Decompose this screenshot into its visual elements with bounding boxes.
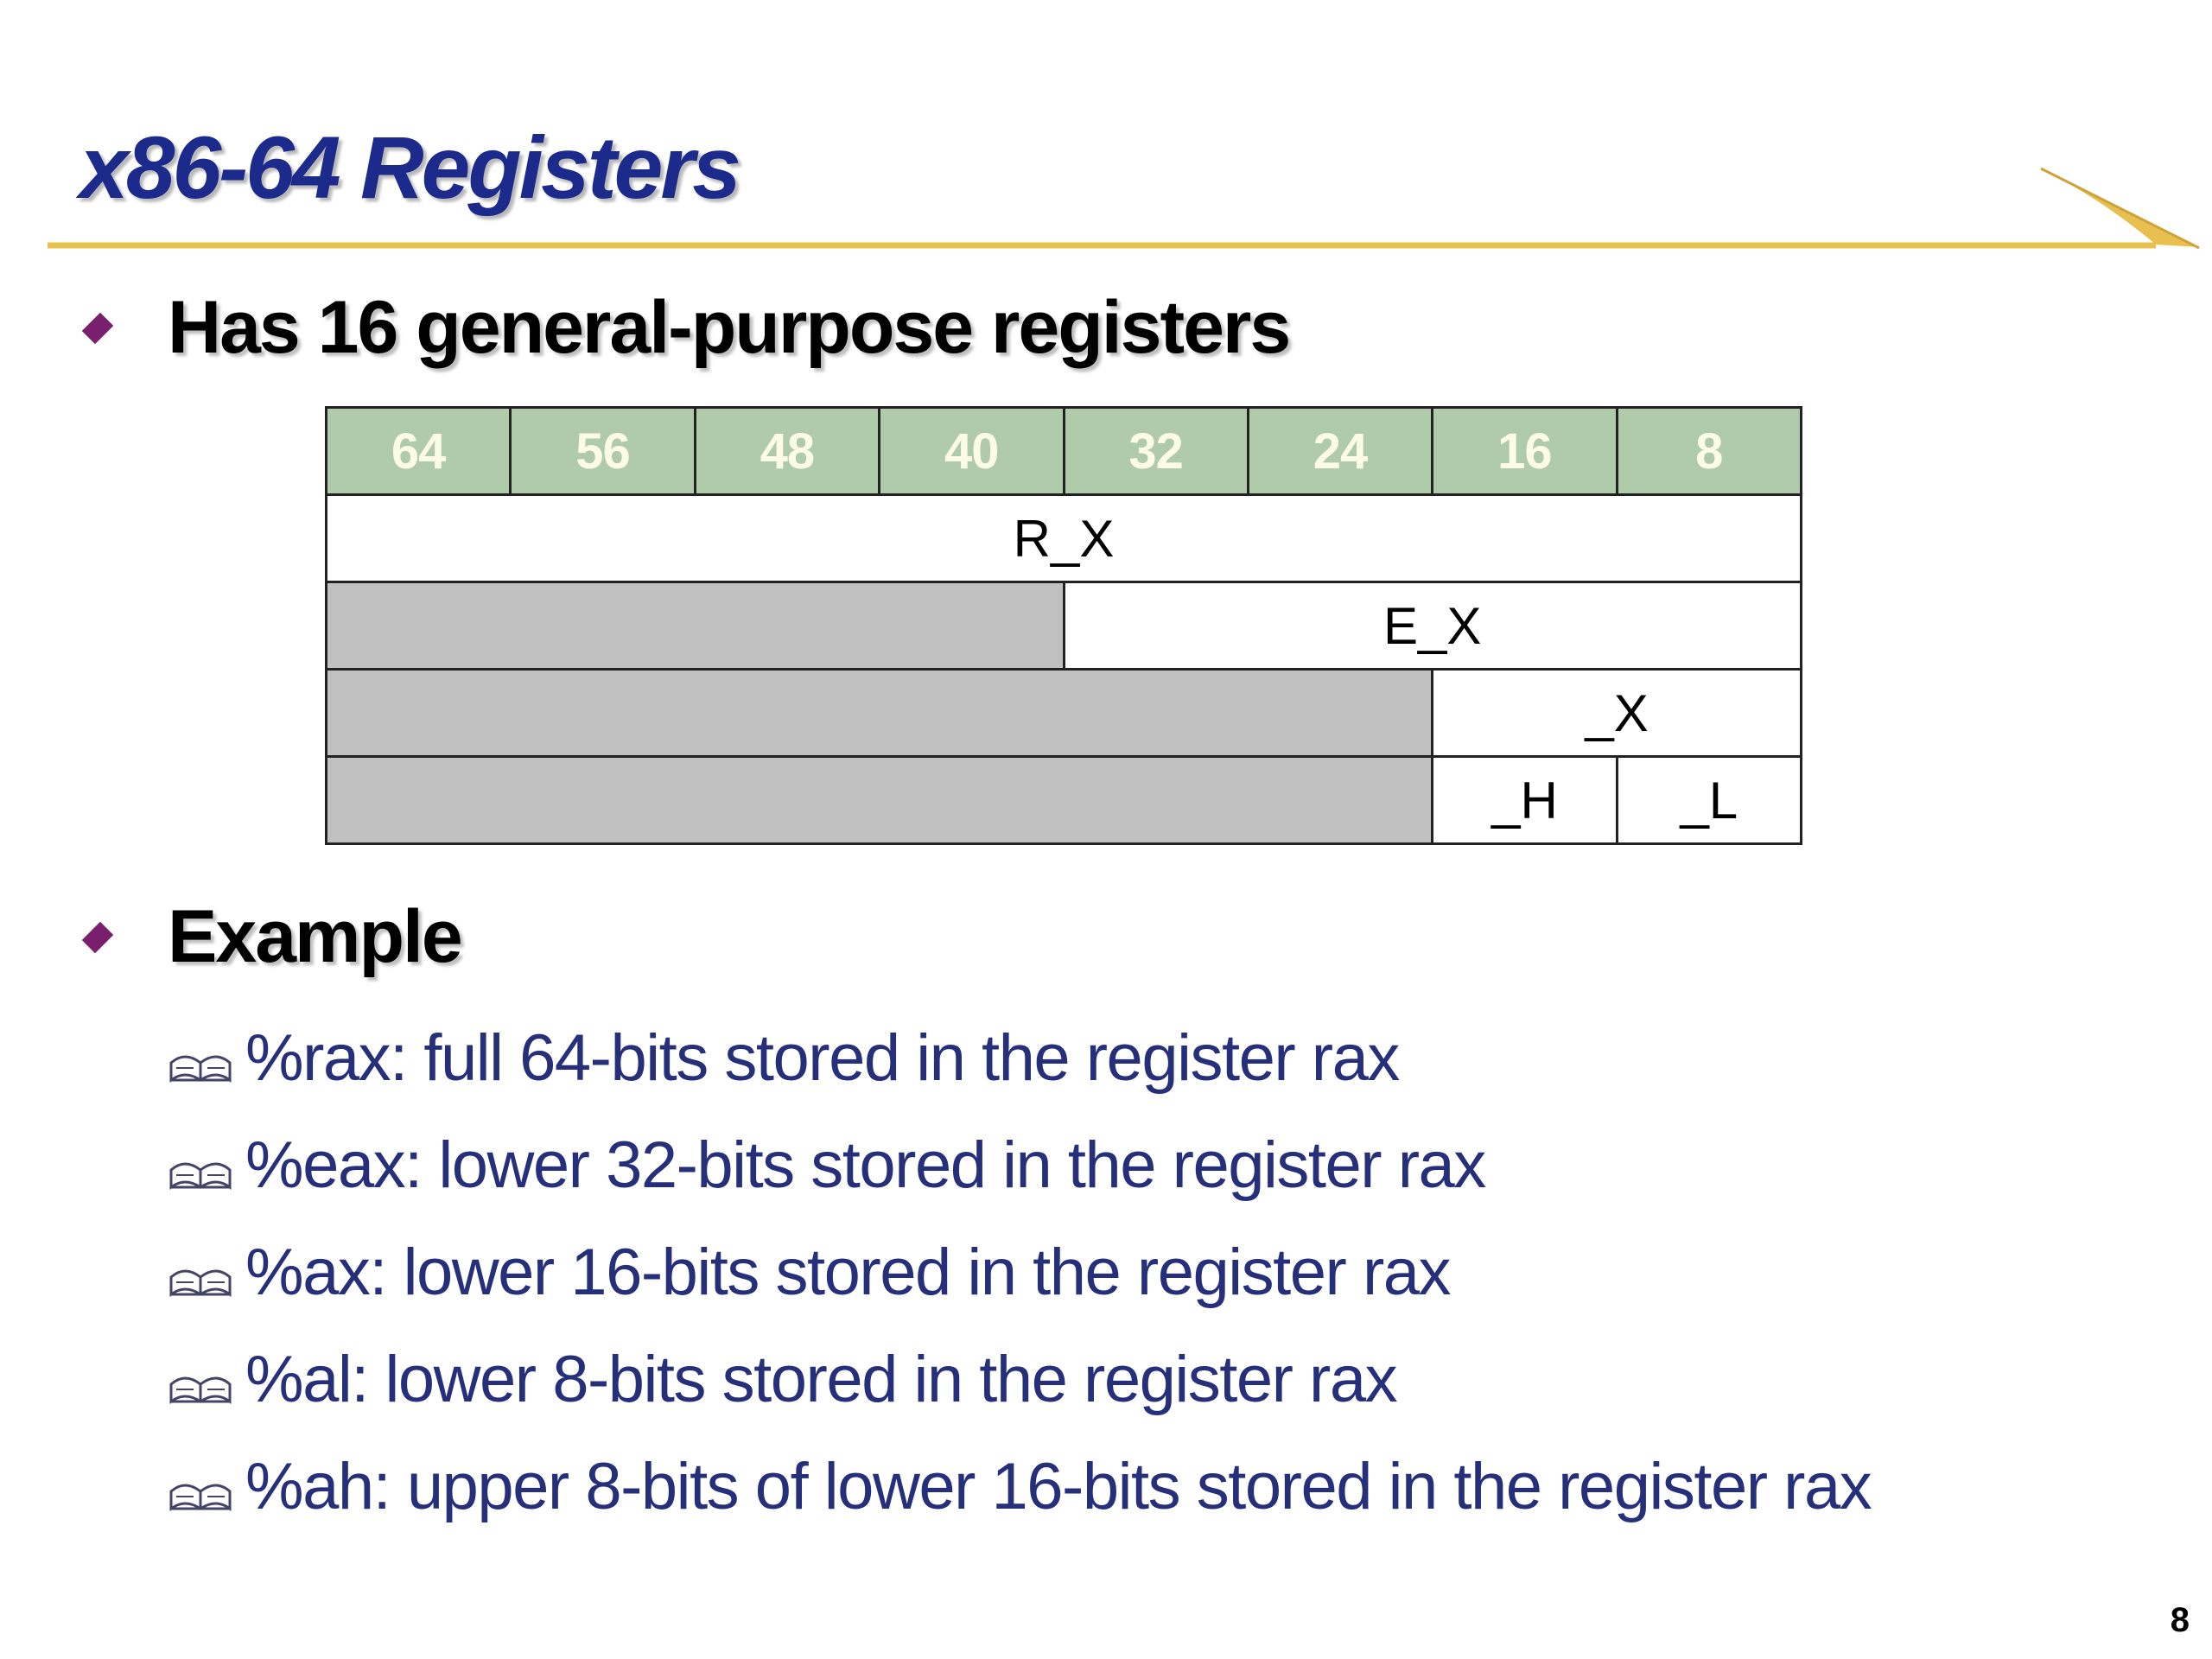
register-row-8: _H _L	[324, 755, 1803, 845]
register-row-16: _X	[324, 668, 1802, 758]
bit-header-16: 16	[1431, 406, 1618, 496]
list-item: %al: lower 8-bits stored in the register…	[168, 1325, 1871, 1433]
register-row-64: R_X	[325, 493, 1802, 583]
register-cell-x: _X	[1431, 668, 1802, 758]
bit-header-40: 40	[878, 406, 1065, 496]
open-book-icon	[169, 1376, 232, 1404]
bit-header-48: 48	[693, 406, 881, 496]
bit-header-24: 24	[1246, 406, 1434, 496]
list-item: %ah: upper 8-bits of lower 16-bits store…	[168, 1433, 1872, 1540]
list-item: %ax: lower 16-bits stored in the registe…	[168, 1218, 1871, 1325]
example-text: %al: lower 8-bits stored in the register…	[245, 1342, 1398, 1416]
bullet-text: Has 16 general-purpose registers	[168, 286, 1291, 369]
bit-header-8: 8	[1615, 406, 1803, 496]
list-item: %eax: lower 32-bits stored in the regist…	[168, 1111, 1871, 1218]
open-book-icon	[169, 1269, 232, 1297]
example-list: %rax: full 64-bits stored in the registe…	[168, 1004, 1872, 1540]
example-text: %ah: upper 8-bits of lower 16-bits store…	[245, 1449, 1872, 1523]
register-diagram-table: 64 56 48 40 32 24 16 8 R_X E_X _X _H _L	[324, 406, 1803, 845]
bullet-text: Example	[168, 895, 463, 978]
register-cell-r: R_X	[325, 493, 1802, 583]
slide-title: x86-64 Registers	[79, 118, 741, 217]
open-book-icon	[169, 1055, 232, 1083]
example-text: %rax: full 64-bits stored in the registe…	[245, 1020, 1400, 1095]
register-cell-e: E_X	[1062, 581, 1802, 671]
open-book-icon	[169, 1162, 232, 1190]
example-text: %eax: lower 32-bits stored in the regist…	[245, 1128, 1486, 1202]
unused-bits-cell	[325, 581, 1065, 671]
title-rule-arrow	[48, 167, 2200, 250]
open-book-icon	[169, 1484, 232, 1511]
diamond-bullet-icon	[81, 312, 114, 344]
unused-bits-cell	[324, 668, 1434, 758]
bit-header-56: 56	[509, 406, 696, 496]
bit-header-32: 32	[1062, 406, 1249, 496]
diamond-bullet-icon	[81, 921, 114, 953]
unused-bits-cell	[324, 755, 1434, 845]
bullet-item-example: Example	[79, 894, 463, 980]
bit-header-64: 64	[324, 406, 512, 496]
list-item: %rax: full 64-bits stored in the registe…	[168, 1004, 1871, 1111]
bullet-item-registers: Has 16 general-purpose registers	[79, 285, 1291, 371]
bit-header-row: 64 56 48 40 32 24 16 8	[324, 406, 1803, 496]
register-cell-h: _H	[1431, 755, 1618, 845]
example-text: %ax: lower 16-bits stored in the registe…	[245, 1235, 1452, 1309]
page-number: 8	[2170, 1601, 2190, 1639]
register-cell-l: _L	[1615, 755, 1803, 845]
register-row-32: E_X	[325, 581, 1802, 671]
